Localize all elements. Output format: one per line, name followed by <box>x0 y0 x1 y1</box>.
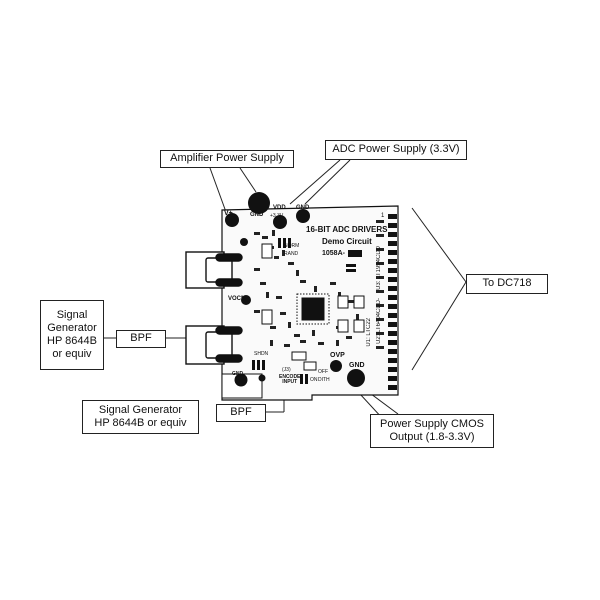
encode-ref-label: (J3) <box>282 367 291 373</box>
assembly-id-box <box>348 250 362 257</box>
on-label: ON <box>310 377 318 383</box>
vdd-label: VDD <box>273 205 286 211</box>
gnd-amp-label: GND <box>250 212 264 218</box>
rand-label: RAND <box>284 251 299 257</box>
board-title-line3: 1058A- <box>322 250 345 257</box>
shdn-label: SHDN <box>254 351 269 357</box>
adc-power-terminals <box>273 209 310 229</box>
gnd-out-label: GND <box>349 362 365 369</box>
cmos-power-supply-label: Power Supply CMOS Output (1.8-3.3V) <box>370 414 494 448</box>
vocm-terminal <box>241 295 251 305</box>
encode-connector <box>221 373 266 399</box>
board-title-line2: Demo Circuit <box>322 237 372 246</box>
norm-label: NORM <box>284 243 300 249</box>
edge-connector-inner <box>376 220 384 349</box>
sma-connector-top <box>185 251 243 289</box>
adc-chip <box>296 293 330 325</box>
adc-power-supply-label: ADC Power Supply (3.3V) <box>325 140 467 160</box>
jumpers <box>252 238 356 384</box>
v-plus-label: V+ <box>224 210 233 217</box>
dith-label: DITH <box>318 377 330 383</box>
encode-input-label: ENCODE INPUT <box>279 374 301 385</box>
off-label: OFF <box>318 369 328 375</box>
bpf-2-label: BPF <box>216 404 266 422</box>
amp-power-terminals <box>225 192 270 246</box>
demo-board <box>185 192 399 401</box>
u1-label: U1: LTC22 <box>366 318 372 347</box>
to-dc718-label: To DC718 <box>466 274 548 294</box>
gnd-bottom-label: GND <box>232 371 244 377</box>
u2-label: U2: LT6404CDD- <box>376 298 382 344</box>
board-title-line1: 16-BIT ADC DRIVERS <box>306 225 388 234</box>
ovp-label: OVP <box>330 352 345 359</box>
edge-connector <box>388 214 397 390</box>
cmos-power-terminals <box>330 360 365 387</box>
bpf-1-label: BPF <box>116 330 166 348</box>
pin1-label: 1 <box>381 213 385 219</box>
v33-label: +3.3V <box>270 213 284 219</box>
vocm-label: VOCM <box>228 296 246 302</box>
gnd-adc-label: GND <box>296 205 310 211</box>
u3-label: U3: LT1994CDD <box>376 246 382 290</box>
signal-generator-2-label: Signal Generator HP 8644B or equiv <box>82 400 199 434</box>
small-chips <box>261 243 365 371</box>
sma-connector-bottom <box>185 325 243 365</box>
signal-generator-1-label: Signal Generator HP 8644B or equiv <box>40 300 104 370</box>
amplifier-power-supply-label: Amplifier Power Supply <box>160 150 294 168</box>
